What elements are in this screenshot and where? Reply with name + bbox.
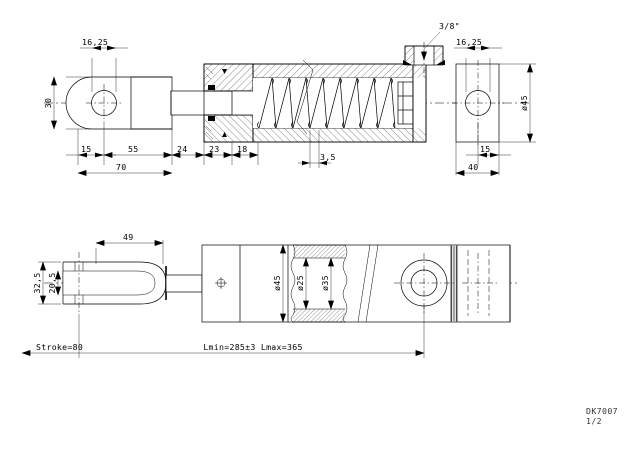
top-section-view: 3/8" 16,25	[43, 21, 536, 176]
outline-rod	[165, 274, 203, 293]
break-line-upper	[296, 59, 314, 135]
outline-right-eye	[394, 245, 511, 322]
dim-rod-exposed: 24	[177, 144, 187, 154]
tube-end-cap	[412, 63, 427, 143]
outline-tube: ø25 ø35	[201, 244, 511, 323]
dim-port-thread: 3/8"	[439, 21, 460, 31]
cylinder-tube-section: 3/8"	[203, 21, 460, 143]
note-stroke: Stroke=80	[36, 342, 83, 352]
clevis-fork	[62, 252, 167, 314]
break-slash-1	[357, 244, 371, 323]
dim-pin-to-end-left: 15	[81, 144, 91, 154]
dim-pin-to-end-right: 15	[480, 144, 490, 154]
wiper-seal-lower	[222, 132, 227, 137]
bottom-view-dimensions: 32,5 20,5 49 ø45 Stroke=80 Lm	[21, 232, 425, 358]
tube-body-outline	[201, 244, 511, 323]
dim-piston-dia: ø35	[320, 275, 330, 291]
dim-tube-dia: ø45	[272, 275, 282, 291]
rod-seal-upper	[208, 85, 215, 90]
dim-rod-dia: ø25	[295, 275, 305, 291]
dim-clevis-slot-width: 20,5	[47, 273, 57, 294]
tube-upper-wall-hatch	[204, 64, 426, 78]
sheet-number: 1/2	[586, 416, 602, 426]
dim-clevis-height: 30	[43, 98, 53, 108]
tube-lower-wall-hatch	[204, 128, 426, 142]
dim-body-dia: ø45	[519, 95, 529, 111]
clevis-slot	[63, 270, 156, 296]
dim-wall-thk: 3,5	[320, 152, 336, 162]
port-leader-line	[421, 31, 441, 61]
dim-overall-left: 70	[116, 162, 126, 172]
piston-assembly	[397, 81, 414, 125]
thread-band	[451, 246, 457, 321]
title-block: DK7007 1/2	[586, 406, 618, 426]
dim-pin-dia-left: 16,25	[82, 37, 108, 47]
broken-out-section: ø25 ø35	[290, 244, 348, 323]
wiper-seal-upper	[222, 69, 227, 74]
drawing-number: DK7007	[586, 406, 618, 416]
port-boss: 3/8"	[403, 21, 460, 78]
dim-pin-dia-right: 16,25	[456, 37, 482, 47]
dim-clevis-outer-width: 32,5	[32, 273, 42, 294]
rod-through-gland	[231, 90, 258, 116]
bottom-outline-view: ø25 ø35	[21, 232, 520, 358]
right-eye-body	[452, 60, 504, 146]
rod-seal-lower	[208, 116, 215, 121]
dim-seal-len: 18	[237, 144, 247, 154]
dim-eye-body-right: 40	[468, 162, 478, 172]
dim-eye-body-left: 55	[128, 144, 138, 154]
note-length: Lmin=285±3 Lmax=365	[203, 342, 302, 352]
dim-gland-len: 23	[209, 144, 219, 154]
top-view-dimensions: 16,25 30 15 55 70	[43, 37, 536, 176]
dim-clevis-length: 49	[123, 232, 133, 242]
break-slash-2	[365, 244, 379, 323]
return-spring	[257, 77, 396, 129]
left-body-block	[130, 76, 173, 130]
piston-body	[397, 81, 414, 125]
left-clevis-body	[65, 76, 173, 130]
gland-head	[203, 63, 254, 143]
